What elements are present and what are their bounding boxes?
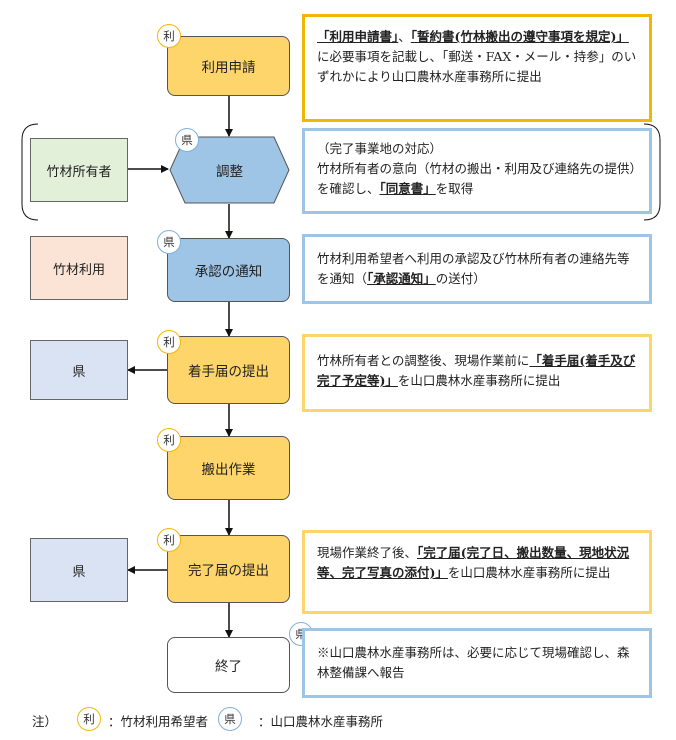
step-adjust: 調整 [169, 136, 290, 204]
side-pref-complete: 県 [30, 538, 128, 602]
badge-ri-complete: 利 [157, 528, 181, 552]
desc-apply-bold2: 「誓約書(竹林搬出の遵守事項を規定)」 [410, 29, 629, 44]
desc-approval-bold1: 「承認通知」 [367, 271, 436, 286]
desc-start-text1: 竹林所有者との調整後、現場作業前に [317, 353, 530, 368]
step-apply: 利用申請 [167, 36, 290, 96]
side-pref-complete-label: 県 [72, 564, 86, 580]
legend-ken-label: ：山口農林水産事務所 [258, 714, 384, 729]
step-complete-label: 完了届の提出 [188, 563, 269, 579]
legend-ri-label: ：竹材利用希望者 [108, 714, 209, 729]
right-bracket [643, 123, 661, 221]
step-adjust-hexagon [169, 136, 290, 204]
desc-adjust-text3: を取得 [435, 181, 474, 196]
side-use: 竹材利用 [30, 236, 128, 300]
legend-badge-ri: 利 [77, 707, 101, 731]
legend-prefix: 注） [32, 714, 58, 729]
left-bracket [21, 123, 39, 221]
badge-ri-start: 利 [157, 330, 181, 354]
step-approval: 承認の通知 [167, 238, 290, 302]
desc-complete: 現場作業終了後、「完了届(完了日、搬出数量、現地状況等、完了写真の添付)」を山口… [302, 530, 652, 614]
desc-end: ※山口農林水産事務所は、必要に応じて現場確認し、森林整備課へ報告 [302, 628, 652, 698]
side-pref-start-label: 県 [72, 364, 86, 380]
step-complete: 完了届の提出 [167, 535, 290, 603]
step-end-label: 終了 [215, 659, 242, 675]
badge-ri-carry: 利 [157, 428, 181, 452]
step-apply-label: 利用申請 [201, 60, 256, 76]
desc-start: 竹林所有者との調整後、現場作業前に「着手届(着手及び完了予定等)」を山口農林水産… [302, 334, 652, 412]
desc-adjust-bold1: 「同意書」 [379, 181, 436, 196]
desc-approval-text1: 竹材利用希望者へ利用の承認及び竹林所有者の連絡先等を通知（ [317, 251, 630, 286]
step-start-label: 着手届の提出 [188, 364, 269, 380]
side-pref-start: 県 [30, 340, 128, 400]
badge-ken-adjust: 県 [175, 128, 199, 152]
side-use-label: 竹材利用 [52, 262, 105, 278]
step-approval-label: 承認の通知 [194, 264, 263, 280]
desc-complete-bold1: 「完了届(完了日、搬出数量、現地状況等、完了写真の添付)」 [317, 545, 630, 580]
step-carry: 搬出作業 [167, 436, 290, 500]
desc-start-bold1: 「着手届(着手及び完了予定等)」 [317, 353, 636, 388]
badge-ken-approval: 県 [157, 230, 181, 254]
desc-end-text1: ※山口農林水産事務所は、必要に応じて現場確認し、森林整備課へ報告 [317, 645, 630, 680]
desc-approval: 竹材利用希望者へ利用の承認及び竹林所有者の連絡先等を通知（「承認通知」の送付） [302, 234, 652, 304]
desc-adjust-text2: 竹材所有者の意向（竹材の搬出・利用及び連絡先の提供）を確認し、 [317, 161, 636, 196]
desc-adjust-text1: （完了事業地の対応） [317, 141, 443, 156]
side-owner-label: 竹材所有者 [46, 164, 112, 180]
step-start: 着手届の提出 [167, 336, 290, 404]
badge-ri-apply: 利 [157, 24, 181, 48]
desc-adjust: （完了事業地の対応） 竹材所有者の意向（竹材の搬出・利用及び連絡先の提供）を確認… [302, 128, 652, 214]
side-owner: 竹材所有者 [30, 138, 128, 202]
step-end: 終了 [167, 637, 290, 693]
desc-start-text2: を山口農林水産事務所に提出 [397, 373, 561, 388]
step-adjust-label: 調整 [216, 164, 243, 180]
desc-apply-text1: 、 [398, 29, 411, 44]
step-carry-label: 搬出作業 [201, 462, 256, 478]
desc-complete-text1: 現場作業終了後、 [317, 545, 418, 560]
desc-apply-bold1: 「利用申請書」 [317, 29, 399, 44]
desc-apply: 「利用申請書」、「誓約書(竹林搬出の遵守事項を規定)」に必要事項を記載し、「郵送… [302, 14, 652, 122]
desc-apply-text2: に必要事項を記載し、「郵送・FAX・メール・持参」のいずれかにより山口農林水産事… [317, 49, 637, 84]
desc-approval-text2: の送付） [435, 271, 486, 286]
legend-badge-ken: 県 [218, 707, 242, 731]
desc-complete-text2: を山口農林水産事務所に提出 [447, 565, 611, 580]
